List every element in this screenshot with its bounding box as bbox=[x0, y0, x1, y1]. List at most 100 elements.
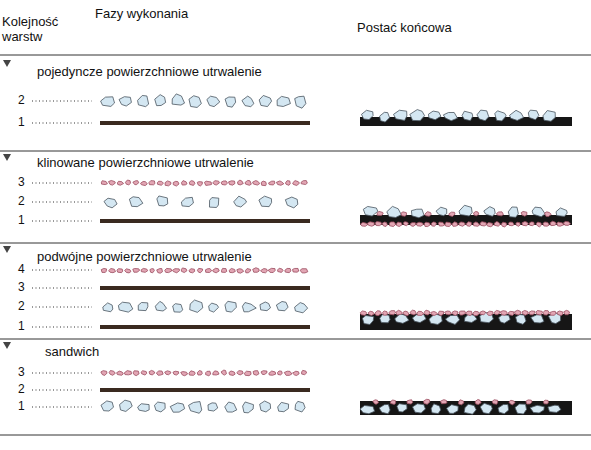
stone bbox=[295, 96, 306, 108]
stone bbox=[459, 400, 464, 405]
stone bbox=[259, 196, 272, 207]
layer-number: 3 bbox=[18, 280, 25, 295]
stone bbox=[189, 269, 195, 273]
stone bbox=[172, 269, 179, 273]
stone bbox=[516, 315, 526, 325]
stone bbox=[259, 95, 271, 106]
stone bbox=[360, 405, 375, 413]
stone bbox=[466, 222, 471, 227]
separator-lines bbox=[0, 55, 591, 435]
stone bbox=[243, 402, 254, 413]
stone bbox=[229, 181, 235, 185]
stone bbox=[474, 211, 479, 215]
stone bbox=[431, 404, 441, 414]
stone bbox=[284, 371, 292, 375]
stone bbox=[487, 311, 494, 315]
section-title: podwójne powierzchniowe utrwalenie bbox=[37, 249, 252, 264]
stone bbox=[101, 181, 107, 185]
stone bbox=[189, 96, 201, 108]
stone bbox=[548, 405, 561, 412]
stone bbox=[301, 181, 307, 185]
stone bbox=[242, 303, 256, 312]
stone bbox=[449, 212, 455, 216]
stone bbox=[181, 372, 188, 376]
stone bbox=[495, 111, 506, 121]
stone bbox=[125, 269, 131, 273]
stone bbox=[492, 400, 498, 405]
layer-number: 4 bbox=[18, 262, 25, 277]
layer-number: 2 bbox=[18, 382, 25, 397]
stone bbox=[459, 311, 466, 315]
stone bbox=[157, 181, 163, 185]
stone bbox=[141, 268, 147, 272]
stone bbox=[173, 371, 179, 375]
stone bbox=[260, 401, 271, 412]
stone bbox=[438, 222, 444, 226]
stone bbox=[225, 97, 236, 107]
stone bbox=[133, 269, 140, 273]
stone bbox=[261, 371, 267, 375]
stone bbox=[543, 111, 555, 122]
stone bbox=[295, 303, 308, 313]
stone bbox=[379, 404, 390, 413]
stone bbox=[118, 302, 132, 312]
stone bbox=[244, 371, 251, 375]
stone bbox=[229, 268, 235, 272]
stone bbox=[396, 222, 402, 226]
stone bbox=[410, 310, 416, 315]
stone bbox=[269, 371, 276, 375]
stone bbox=[380, 112, 390, 122]
stone bbox=[293, 371, 300, 375]
stone bbox=[445, 222, 452, 226]
stone bbox=[103, 303, 113, 312]
stone bbox=[109, 268, 116, 272]
stone bbox=[173, 181, 179, 186]
stone bbox=[268, 268, 275, 272]
stone bbox=[125, 180, 130, 185]
stone bbox=[278, 371, 283, 375]
stone bbox=[480, 311, 485, 315]
stone bbox=[253, 181, 260, 185]
stone bbox=[465, 311, 472, 315]
stone bbox=[101, 371, 107, 376]
stone bbox=[149, 181, 155, 185]
stone bbox=[531, 315, 544, 323]
stone bbox=[260, 302, 271, 311]
stone bbox=[157, 196, 168, 206]
stone bbox=[480, 403, 492, 413]
stone bbox=[138, 95, 149, 106]
stone bbox=[494, 222, 500, 227]
stone bbox=[462, 111, 473, 120]
stone bbox=[165, 181, 171, 186]
stone bbox=[394, 110, 407, 120]
stone bbox=[190, 300, 203, 312]
stone bbox=[389, 222, 395, 227]
section-title: sandwich bbox=[45, 344, 99, 359]
stone bbox=[276, 181, 283, 185]
stone bbox=[237, 371, 243, 375]
stone bbox=[129, 197, 142, 207]
stone bbox=[416, 222, 423, 226]
stone bbox=[138, 404, 150, 412]
stone bbox=[447, 405, 459, 414]
stone bbox=[197, 182, 202, 186]
stone bbox=[375, 311, 382, 316]
stone bbox=[480, 222, 486, 226]
stone bbox=[515, 404, 527, 414]
stone bbox=[189, 181, 195, 186]
stone bbox=[377, 211, 383, 215]
stone bbox=[425, 212, 432, 217]
stone bbox=[494, 310, 500, 314]
stone bbox=[154, 402, 165, 412]
stone bbox=[473, 311, 480, 315]
stone bbox=[417, 311, 424, 315]
stone bbox=[285, 197, 297, 208]
stone bbox=[276, 302, 288, 311]
stone bbox=[367, 222, 374, 226]
stone bbox=[403, 222, 408, 226]
stone bbox=[501, 222, 507, 227]
stone bbox=[564, 310, 570, 314]
stone bbox=[285, 268, 291, 272]
stone bbox=[285, 181, 290, 186]
stone bbox=[155, 95, 166, 106]
